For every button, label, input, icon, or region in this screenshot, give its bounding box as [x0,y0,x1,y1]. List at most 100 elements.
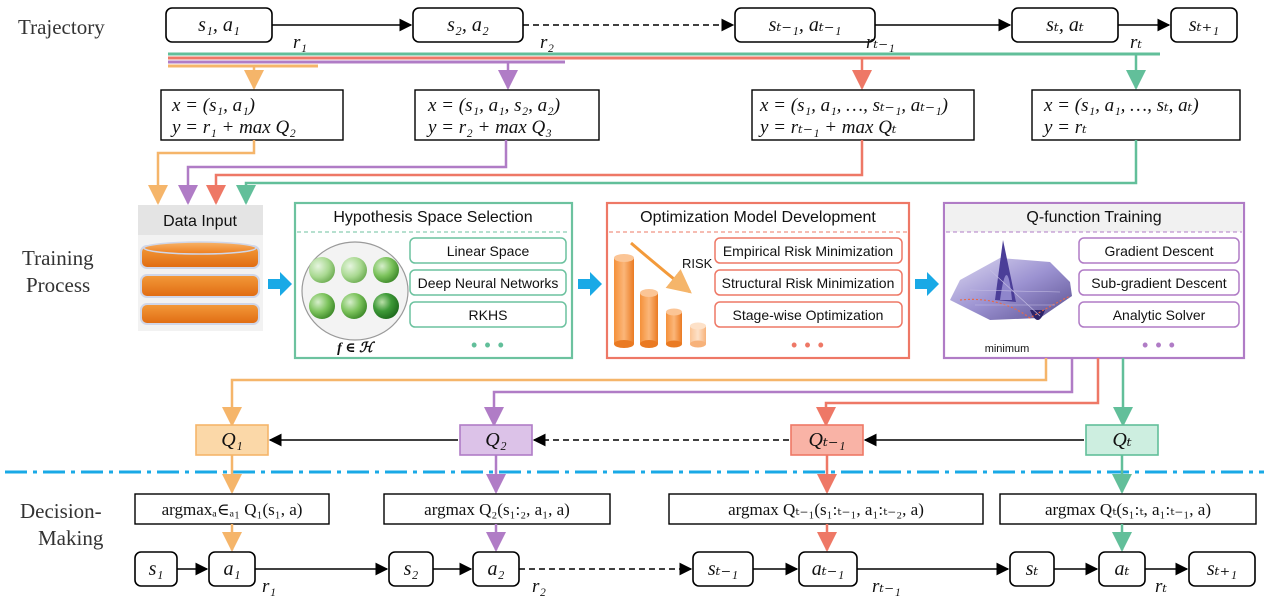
decision-reward-3: rₜ₋₁ [872,576,901,597]
trajectory-reward-1: r₁ [293,32,307,53]
dataset-4-y: y = rₜ [1042,117,1087,138]
q-box-1 [195,424,269,456]
dataset-2-y: y = r₂ + max Q₃ [426,117,552,138]
hypothesis-option-linear-label: Linear Space [447,243,530,259]
trajectory-reward-3: rₜ₋₁ [866,32,895,53]
optimization-title: Optimization Model Development [640,209,876,226]
decision-node-s2-label: s₂ [404,558,419,580]
decision-node-a1-label: a₁ [224,558,241,580]
q-boxes-row: Q₁ Q₂ Qₜ₋₁ Qₜ [195,424,1159,456]
qtraining-more: • • • [1142,335,1176,355]
trajectory-node-2-label: s₂, a₂ [447,14,489,36]
decision-node-sT+1 [1188,551,1256,587]
dataset-4-x: x = (s₁, a₁, …, sₜ, aₜ) [1043,95,1199,116]
flow-arrow-2 [578,272,602,296]
optimization-more: • • • [791,335,825,355]
decision-node-a2-label: a₂ [488,558,505,580]
qtraining-to-qbox-arrows [222,358,1133,427]
dataset-1-y: y = r₁ + max Q₂ [170,117,296,138]
optimization-option-srm-label: Structural Risk Minimization [722,275,895,291]
qtraining-option-subgd [1078,269,1240,296]
argmax-1-label: argmaxₐ∈ₐ₁ Q₁(s₁, a) [162,500,303,519]
row-label-decision-1: Decision- [20,499,102,523]
decision-node-sT+1-label: sₜ₊₁ [1207,558,1237,580]
q-box-2-label: Q₂ [485,429,506,451]
decision-node-sT-1-label: sₜ₋₁ [708,558,738,580]
decision-node-sT-label: sₜ [1026,558,1039,580]
argmax-4-label: argmax Qₜ(s₁:ₜ, a₁:ₜ₋₁, a) [1045,500,1211,519]
row-label-training-2: Process [26,273,90,297]
argmax-box-2 [383,493,611,525]
decision-node-s1-label: s₁ [149,558,164,580]
hypothesis-option-rkhs-label: RKHS [469,307,508,323]
hypothesis-caption: f ∈ ℋ [337,341,376,356]
qtraining-option-gd-label: Gradient Descent [1105,243,1214,259]
trajectory-node-5 [1170,7,1238,43]
argmax-to-action-arrows [222,524,1132,552]
decision-node-aT-label: aₜ [1115,558,1130,580]
dataset-box-2 [414,89,600,141]
data-input-panel: Data Input [138,205,263,331]
trajectory-node-5-label: sₜ₊₁ [1189,14,1219,36]
optimization-option-srm [714,269,903,296]
risk-label: RISK [682,256,713,271]
argmax-2-label: argmax Q₂(s₁:₂, a₁, a) [424,500,570,519]
hypothesis-more: • • • [471,335,505,355]
dataset-2-x: x = (s₁, a₁, s₂, a₂) [427,95,560,116]
trajectory-grouping-lines [168,52,1160,90]
q-box-1-label: Q₁ [221,429,242,451]
decision-reward-1: r₁ [262,576,276,597]
trajectory-reward-4: rₜ [1130,32,1142,53]
dataset-to-input-arrows [148,140,1138,205]
optimization-panel: Optimization Model Development RISK Empi… [605,201,911,360]
dataset-1-x: x = (s₁, a₁) [171,95,255,116]
flow-arrow-3 [915,272,939,296]
argmax-3-label: argmax Qₜ₋₁(s₁:ₜ₋₁, a₁:ₜ₋₂, a) [728,500,924,519]
hypothesis-option-linear [409,237,567,264]
optimization-option-erm [714,237,903,264]
hypothesis-option-rkhs [409,301,567,328]
decision-row: s₁ a₁ s₂ a₂ sₜ₋₁ aₜ₋₁ sₜ aₜ sₜ₊₁ r₁ r₂ r… [134,551,1256,597]
trajectory-node-1-label: s₁, a₁ [198,14,240,36]
qtraining-panel: Q-function Training minimum Gradient Des… [942,201,1246,360]
dataset-boxes: x = (s₁, a₁) y = r₁ + max Q₂ x = (s₁, a₁… [160,89,1241,141]
trajectory-reward-2: r₂ [540,32,554,53]
optimization-option-erm-label: Empirical Risk Minimization [723,243,893,259]
dataset-3-y: y = rₜ₋₁ + max Qₜ [758,117,897,138]
optimization-option-stagewise [714,301,903,328]
dataset-box-1 [160,89,344,141]
qtraining-option-analytic-label: Analytic Solver [1113,307,1206,323]
qbox-to-argmax-arrows [222,455,1132,494]
hypothesis-option-dnn [409,269,567,296]
decision-node-aT-1-label: aₜ₋₁ [812,558,844,580]
database-icon [140,241,260,325]
optimization-option-stagewise-label: Stage-wise Optimization [733,307,884,323]
decision-reward-2: r₂ [532,576,546,597]
argmax-boxes: argmaxₐ∈ₐ₁ Q₁(s₁, a) argmax Q₂(s₁:₂, a₁,… [134,493,1257,525]
hypothesis-title: Hypothesis Space Selection [333,209,532,226]
qtraining-option-analytic [1078,301,1240,328]
decision-reward-4: rₜ [1155,576,1167,597]
trajectory-row: s₁, a₁ s₂, a₂ sₜ₋₁, aₜ₋₁ sₜ, aₜ sₜ₊₁ r₁ … [165,7,1238,53]
hypothesis-panel: Hypothesis Space Selection f ∈ ℋ Linear … [293,201,574,360]
q-box-4-label: Qₜ [1112,429,1131,451]
row-label-trajectory: Trajectory [18,15,105,39]
risk-bars-icon [614,241,706,348]
data-input-title: Data Input [163,213,237,230]
dataset-3-x: x = (s₁, a₁, …, sₜ₋₁, aₜ₋₁) [759,95,948,116]
hypothesis-balls-icon [301,241,409,341]
minimum-label: minimum [985,343,1030,355]
argmax-box-4 [999,493,1257,525]
row-label-training-1: Training [22,246,94,270]
flow-arrow-1 [268,272,292,296]
dataset-box-4 [1031,89,1241,141]
trajectory-node-4-label: sₜ, aₜ [1046,14,1084,36]
qtraining-option-subgd-label: Sub-gradient Descent [1091,275,1227,291]
loss-surface-icon [950,240,1072,320]
trajectory-node-3-label: sₜ₋₁, aₜ₋₁ [769,14,842,36]
hypothesis-option-dnn-label: Deep Neural Networks [418,275,559,291]
qtraining-title: Q-function Training [1026,209,1161,226]
qtraining-option-gd [1078,237,1240,264]
row-label-decision-2: Making [38,526,104,550]
